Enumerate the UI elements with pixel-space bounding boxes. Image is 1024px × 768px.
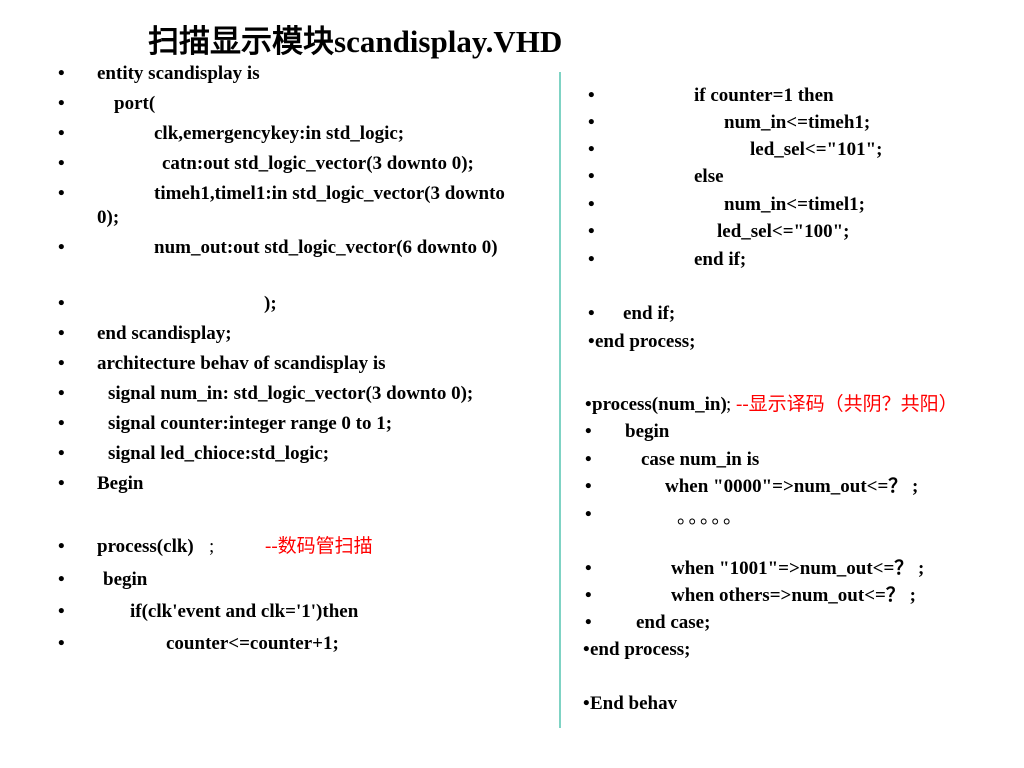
- bullet: •: [585, 394, 592, 415]
- bullet: •: [58, 63, 65, 84]
- bullet: •: [588, 194, 595, 215]
- bullet: •: [58, 383, 65, 404]
- bullet: •: [58, 536, 65, 557]
- bullet: •: [583, 639, 590, 660]
- bullet: •: [58, 413, 65, 434]
- bullet: •: [58, 93, 65, 114]
- code-text: ;: [726, 394, 732, 415]
- bullet: •: [58, 569, 65, 590]
- bullet: •: [58, 323, 65, 344]
- bullet: •: [588, 249, 595, 270]
- code-comment: --显示译码（共阴？共阳）: [736, 394, 958, 415]
- code-text: end scandisplay;: [97, 323, 232, 344]
- code-text: when "0000"=>num_out<=？ ;: [665, 476, 919, 497]
- bullet: •: [588, 221, 595, 242]
- bullet: •: [58, 353, 65, 374]
- bullet: •: [585, 558, 592, 579]
- code-text: catn:out std_logic_vector(3 downto 0);: [162, 153, 474, 174]
- code-text: num_in<=timeh1;: [724, 112, 871, 133]
- code-text: end process;: [590, 639, 691, 660]
- bullet: •: [588, 331, 595, 352]
- code-text: begin: [625, 421, 670, 442]
- code-text: when others=>num_out<=？ ;: [671, 585, 916, 606]
- bullet: •: [58, 443, 65, 464]
- code-comment: --数码管扫描: [265, 536, 373, 557]
- bullet: •: [585, 449, 592, 470]
- bullet: •: [58, 601, 65, 622]
- bullet: •: [58, 473, 65, 494]
- code-text: );: [264, 293, 277, 314]
- code-text: End behav: [590, 693, 678, 714]
- bullet: •: [588, 112, 595, 133]
- bullet: •: [58, 633, 65, 654]
- code-text: if(clk'event and clk='1')then: [130, 601, 359, 622]
- bullet: •: [58, 153, 65, 174]
- bullet: •: [585, 585, 592, 606]
- code-text: signal led_chioce:std_logic;: [108, 443, 330, 464]
- bullet: •: [588, 85, 595, 106]
- column-divider: [559, 72, 561, 728]
- code-text: led_sel<="100";: [717, 221, 850, 242]
- code-text: end if;: [623, 303, 676, 324]
- code-text: else: [694, 166, 724, 187]
- code-text: process(clk): [97, 536, 194, 557]
- code-text: process(num_in): [592, 394, 727, 415]
- code-text: architecture behav of scandisplay is: [97, 353, 386, 374]
- code-text: when "1001"=>num_out<=？ ;: [671, 558, 925, 579]
- slide-title: 扫描显示模块scandisplay.VHD: [148, 24, 563, 59]
- bullet: •: [585, 612, 592, 633]
- bullet: •: [588, 166, 595, 187]
- code-text: port(: [114, 93, 156, 114]
- code-text: counter<=counter+1;: [166, 633, 339, 654]
- code-text: timeh1,timel1:in std_logic_vector(3 down…: [97, 183, 505, 228]
- ellipsis-dots: 。。。。。: [677, 507, 745, 528]
- bullet: •: [58, 293, 65, 314]
- code-text: num_out:out std_logic_vector(6 downto 0): [154, 237, 498, 258]
- bullet: •: [58, 237, 65, 258]
- bullet: •: [58, 183, 65, 204]
- code-text: entity scandisplay is: [97, 63, 260, 84]
- code-text: if counter=1 then: [694, 85, 834, 106]
- bullet: •: [588, 139, 595, 160]
- code-text: case num_in is: [641, 449, 760, 470]
- code-text: led_sel<="101";: [750, 139, 883, 160]
- bullet: •: [583, 693, 590, 714]
- code-text: signal counter:integer range 0 to 1;: [108, 413, 393, 434]
- code-text: end process;: [595, 331, 696, 352]
- bullet: •: [58, 123, 65, 144]
- code-text: begin: [103, 569, 148, 590]
- code-text: ;: [209, 536, 215, 557]
- code-text: end if;: [694, 249, 747, 270]
- code-text: end case;: [636, 612, 711, 633]
- code-text: signal num_in: std_logic_vector(3 downto…: [108, 383, 474, 404]
- code-text: Begin: [97, 473, 144, 494]
- bullet: •: [588, 303, 595, 324]
- code-text: clk,emergencykey:in std_logic;: [154, 123, 405, 144]
- bullet: •: [585, 421, 592, 442]
- bullet: •: [585, 476, 592, 497]
- code-text: num_in<=timel1;: [724, 194, 865, 215]
- bullet: •: [585, 504, 592, 525]
